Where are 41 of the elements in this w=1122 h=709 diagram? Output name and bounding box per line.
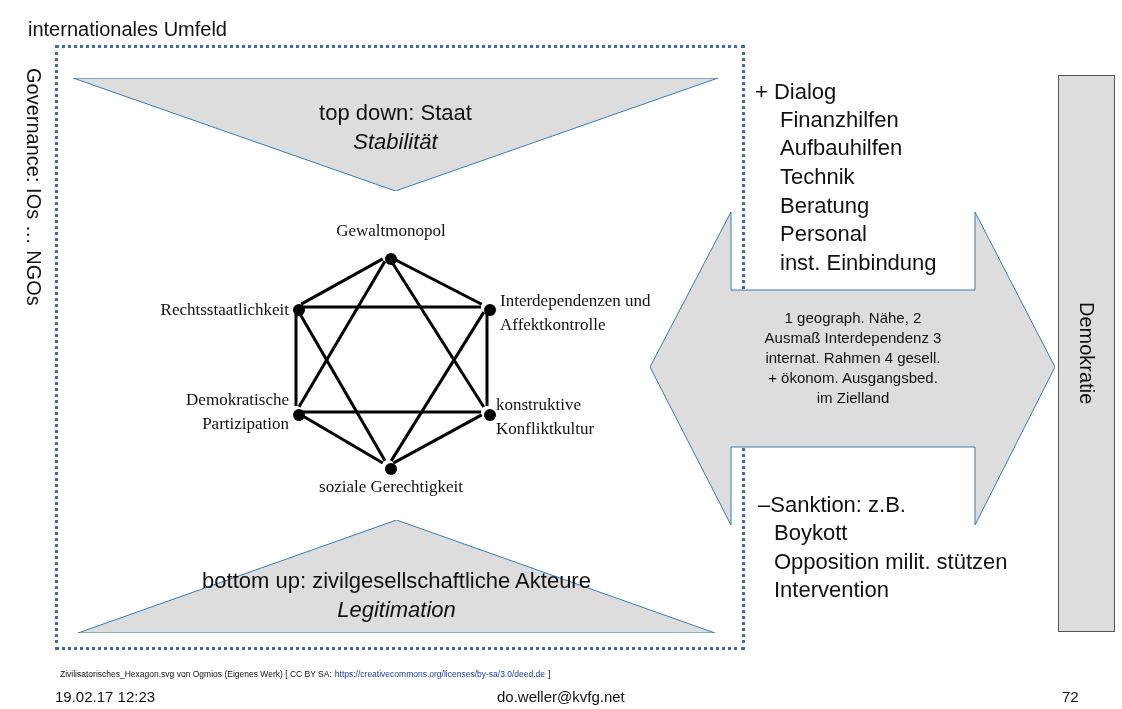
vertex-label: konstruktive Konfliktkultur xyxy=(496,394,596,440)
attribution-text: ] xyxy=(548,669,551,679)
connecting-line xyxy=(485,313,489,406)
side-label: Governance: IOs … NGOs xyxy=(22,68,45,306)
triangle-subtitle: Legitimation xyxy=(336,597,457,623)
connecting-line xyxy=(297,260,387,408)
attribution-text: Zivilisatorisches_Hexagon.svg von Ogmios (Eigenes Werk) [ CC BY SA: xyxy=(60,669,332,679)
connecting-line xyxy=(389,260,486,408)
list-item: Aufbauhilfen xyxy=(780,135,903,161)
connecting-line xyxy=(302,410,481,414)
bar-label: Demokratie xyxy=(1075,302,1098,405)
email-text: do.weller@kvfg.net xyxy=(497,688,625,705)
connecting-line xyxy=(389,311,486,462)
page-number: 72 xyxy=(1062,688,1079,705)
vertical-bar xyxy=(1058,75,1115,632)
connecting-line xyxy=(300,257,384,306)
vertex-label: Demokratische Partizipation xyxy=(185,389,289,435)
triangle-subtitle: Stabilität xyxy=(352,129,440,155)
date-text: 19.02.17 12:23 xyxy=(55,688,156,705)
vertex-label: Rechtsstaatlichkeit xyxy=(159,299,289,321)
list-item: Technik xyxy=(780,164,855,190)
connecting-line xyxy=(302,305,481,309)
list-item: Finanzhilfen xyxy=(780,107,899,133)
frame-heading: internationales Umfeld xyxy=(28,18,227,41)
connecting-line xyxy=(300,413,384,465)
license-link: https://creativecommons.org/licenses/by-sa/3.0/deed.de xyxy=(334,669,546,679)
arrow-text: 1 geograph. Nähe, 2 Ausmaß Interdependenz 3 internat. Rahmen 4 gesell. + ökonom. Ausgangsbed. im Zielland xyxy=(763,308,943,408)
list-item: + Dialog xyxy=(755,79,837,105)
list-item: Intervention xyxy=(774,577,889,603)
list-item: Boykott xyxy=(774,520,848,546)
triangle-title: top down: Staat xyxy=(318,100,473,126)
connecting-line xyxy=(392,413,483,465)
list-item: –Sanktion: z.B. xyxy=(758,492,906,518)
vertex-label: soziale Gerechtigkeit xyxy=(318,476,464,498)
connecting-line xyxy=(294,313,298,406)
list-item: inst. Einbindung xyxy=(780,250,937,276)
list-item: Personal xyxy=(780,221,867,247)
list-item: Beratung xyxy=(780,193,870,219)
vertex-label: Interdependenzen und Affektkontrolle xyxy=(500,290,652,336)
list-item: Opposition milit. stützen xyxy=(774,549,1008,575)
vertex-label: Gewaltmonopol xyxy=(335,220,447,242)
